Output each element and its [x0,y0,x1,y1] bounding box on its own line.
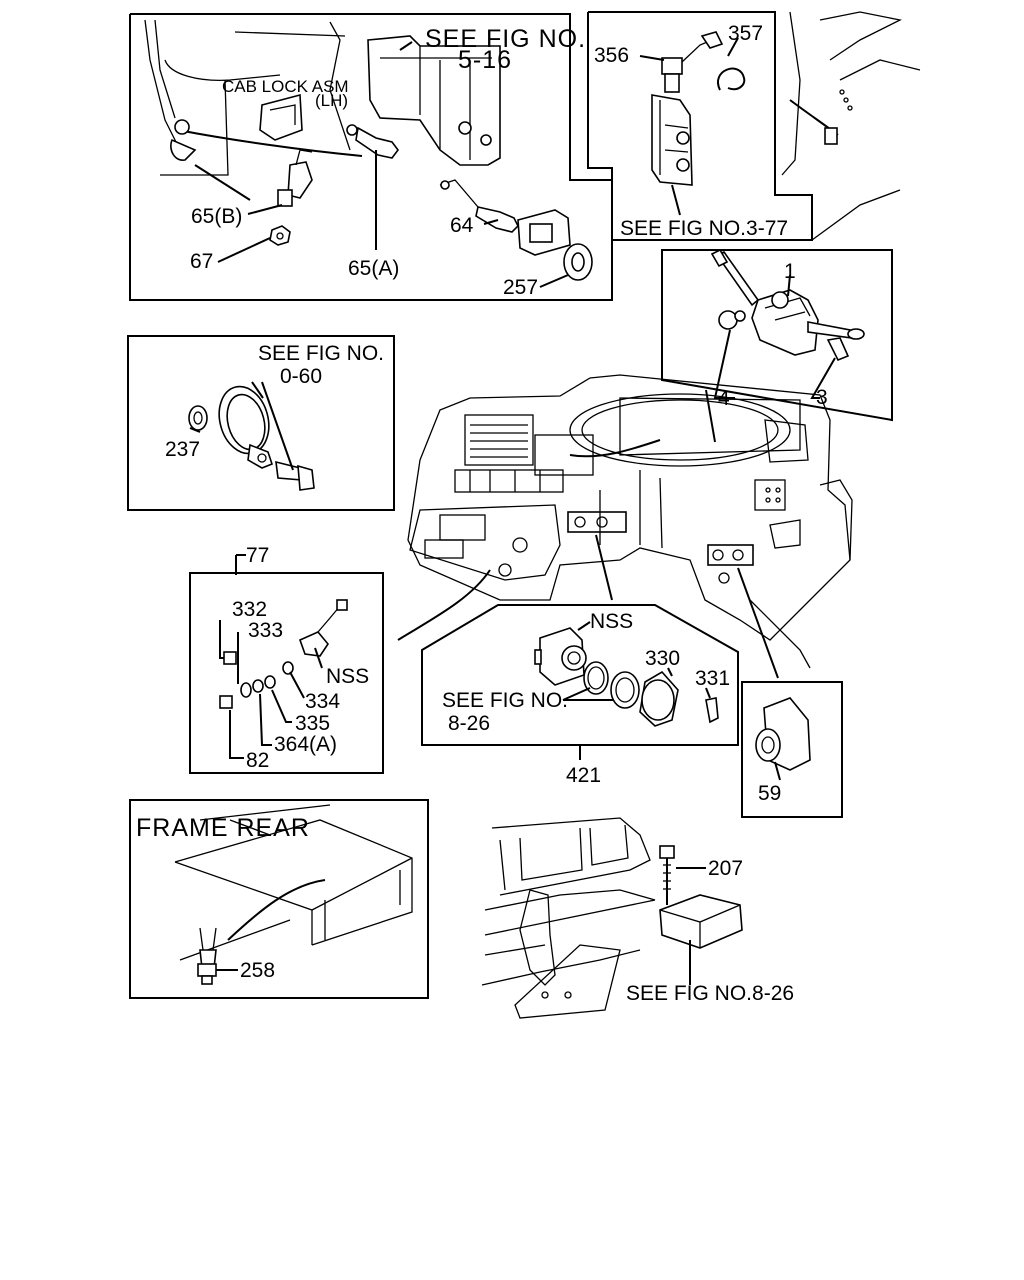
label-part-331: 331 [695,667,730,690]
label-see-fig-8-26-line2: 8-26 [448,712,490,735]
label-part-257: 257 [503,276,538,299]
panel-59: 59 [741,681,843,818]
label-cab-lock-lh: (LH) [315,91,348,110]
dashboard-illustration [397,374,853,679]
label-part-356: 356 [594,44,629,67]
label-part-421: 421 [566,764,601,787]
label-see-fig-8-26-line1: SEE FIG NO. [442,689,568,712]
panel-cab-lock: SEE FIG NO. 5-16 CAB LOCK ASM (LH) 65(B)… [129,13,613,301]
panel-237: SEE FIG NO. 0-60 237 [127,335,395,511]
label-part-3: 3 [816,386,828,409]
label-part-64: 64 [450,214,474,237]
label-nss-mid: NSS [590,610,633,633]
label-see-fig-0-60-line2: 0-60 [280,365,322,388]
label-part-237: 237 [165,438,200,461]
label-part-258: 258 [240,959,275,982]
label-part-207: 207 [708,857,743,880]
panel-frame-rear: FRAME REAR 258 [129,799,429,999]
label-part-333: 333 [248,619,283,642]
panel-combination-switch: 1 4 3 [661,248,893,422]
label-part-4: 4 [718,387,730,410]
label-nss-left: NSS [326,665,369,688]
label-part-65a: 65(A) [348,257,399,280]
label-part-67: 67 [190,250,213,273]
panel-356-357: 356 357 SEE FIG NO.3-77 [587,11,921,241]
label-part-1: 1 [784,260,796,283]
label-part-82: 82 [246,749,269,772]
label-part-65b: 65(B) [191,205,242,228]
label-part-330: 330 [645,647,680,670]
label-see-fig-3-77: SEE FIG NO.3-77 [620,217,788,240]
label-part-77: 77 [246,544,269,567]
label-see-fig-8-26-bottom: SEE FIG NO.8-26 [626,982,794,1005]
label-see-fig-0-60-line1: SEE FIG NO. [258,342,384,365]
label-part-334: 334 [305,690,340,713]
panel-207: 207 SEE FIG NO.8-26 [481,817,794,1019]
panel-77: 77 332 333 NSS 334 335 364(A) 82 [189,544,384,774]
panel-421: NSS 330 331 SEE FIG NO. 8-26 421 [421,604,739,787]
label-part-357: 357 [728,22,763,45]
label-part-332: 332 [232,598,267,621]
label-part-364a: 364(A) [274,733,337,756]
label-cab-lock-asm: CAB LOCK ASM [222,77,349,96]
label-see-fig-5-16-line1: SEE FIG NO. [425,25,586,53]
label-part-59: 59 [758,782,781,805]
label-part-335: 335 [295,712,330,735]
left-grille [470,424,528,458]
label-see-fig-5-16-line2: 5-16 [458,46,512,74]
label-frame-rear: FRAME REAR [136,814,310,842]
